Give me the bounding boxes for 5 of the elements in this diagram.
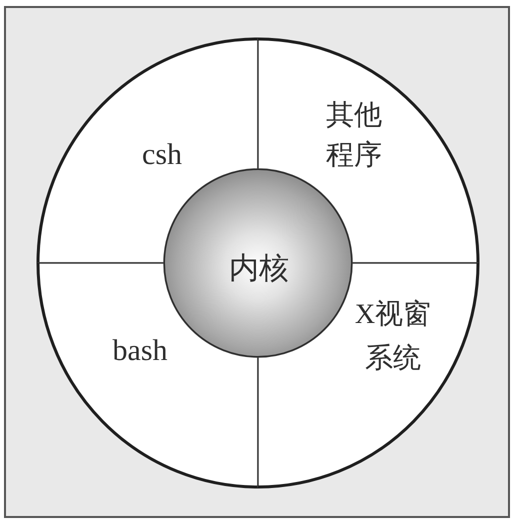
sector-label: bash [112, 333, 168, 369]
kernel-label: 内核 [229, 251, 289, 287]
sector-label: 其他程序 [325, 99, 383, 173]
sector-label: csh [142, 137, 182, 173]
sector-label: X视窗系统 [354, 298, 432, 376]
